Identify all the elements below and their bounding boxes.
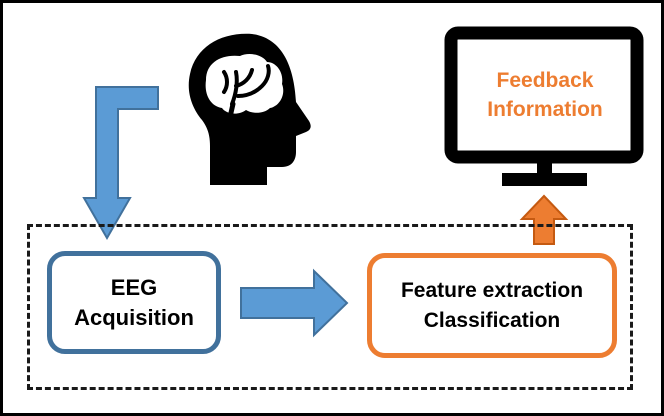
eeg-label-line-1: EEG	[110, 274, 158, 300]
eeg-label-line-2: Acquisition	[74, 304, 194, 330]
monitor-icon	[444, 26, 644, 186]
arrow-feature-to-monitor	[519, 194, 569, 245]
head-with-brain-icon	[188, 33, 311, 185]
bent-arrow-to-eeg	[82, 86, 159, 241]
feature-label-line-2: Classification	[423, 308, 561, 332]
feature-classification-box: Feature extraction Classification	[367, 253, 617, 358]
arrow-eeg-to-feature	[240, 268, 349, 338]
feature-label-line-1: Feature extraction	[400, 278, 584, 302]
feedback-information-text: Feedback Information	[462, 66, 628, 124]
processing-region	[27, 224, 633, 390]
eeg-acquisition-box: EEG Acquisition	[47, 251, 221, 354]
monitor-label-line-1: Feedback	[496, 69, 594, 92]
monitor-label-line-2: Information	[487, 98, 603, 121]
